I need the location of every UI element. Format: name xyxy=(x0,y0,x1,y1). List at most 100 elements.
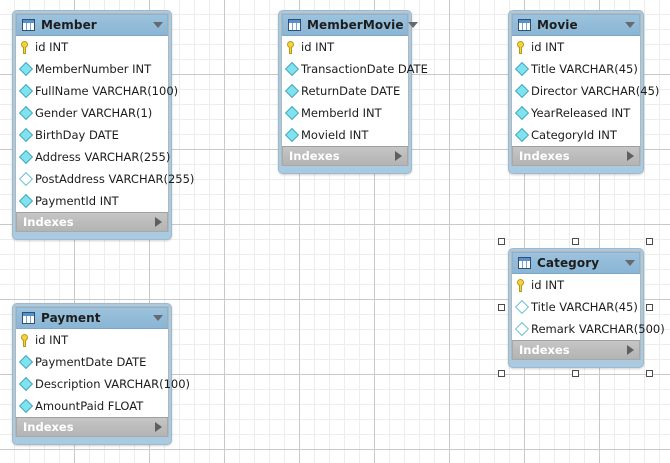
key-icon xyxy=(286,40,297,54)
diamond-filled-icon xyxy=(18,83,34,99)
column-label: id INT xyxy=(35,333,69,347)
column-label: AmountPaid FLOAT xyxy=(35,399,144,413)
indexes-section[interactable]: Indexes xyxy=(16,212,168,232)
column-row[interactable]: ReturnDate DATE xyxy=(282,80,408,102)
column-row[interactable]: Gender VARCHAR(1) xyxy=(16,102,168,124)
column-list: id INT TransactionDate DATE ReturnDate DAT… xyxy=(282,36,428,146)
column-label: id INT xyxy=(301,40,335,54)
diamond-filled-icon xyxy=(18,376,34,392)
column-label: PaymentDate DATE xyxy=(35,355,147,369)
column-row[interactable]: id INT xyxy=(512,274,640,296)
column-row[interactable]: YearReleased INT xyxy=(512,102,640,124)
chevron-right-icon[interactable] xyxy=(395,151,402,161)
resize-handle-n[interactable] xyxy=(572,238,579,245)
indexes-label: Indexes xyxy=(289,149,340,163)
column-row[interactable]: FullName VARCHAR(100) xyxy=(16,80,178,102)
column-row[interactable]: PaymentId INT xyxy=(16,190,168,212)
indexes-section[interactable]: Indexes xyxy=(16,417,168,437)
column-row[interactable]: Address VARCHAR(255) xyxy=(16,146,170,168)
chevron-down-icon[interactable] xyxy=(625,260,635,266)
table-titlebar[interactable]: Member xyxy=(16,14,168,36)
column-list: id INT Title VARCHAR(45) Remark VARCHAR(50… xyxy=(512,274,665,340)
chevron-down-icon[interactable] xyxy=(407,22,418,28)
column-label: ReturnDate DATE xyxy=(301,84,401,98)
resize-handle-sw[interactable] xyxy=(498,370,505,377)
chevron-down-icon[interactable] xyxy=(625,22,635,28)
column-row[interactable]: Director VARCHAR(45) xyxy=(512,80,659,102)
column-row[interactable]: id INT xyxy=(512,36,640,58)
table-name: Member xyxy=(41,18,97,32)
table-node[interactable]: MemberMovie id INT TransactionDate DATE Ret… xyxy=(278,10,428,174)
table-node[interactable]: Payment id INT PaymentDate DATE Description… xyxy=(12,303,190,445)
column-row[interactable]: CategoryId INT xyxy=(512,124,640,146)
column-row[interactable]: Title VARCHAR(45) xyxy=(512,58,640,80)
column-row[interactable]: BirthDay DATE xyxy=(16,124,168,146)
key-icon xyxy=(516,40,527,54)
column-label: Title VARCHAR(45) xyxy=(531,62,638,76)
diamond-filled-icon xyxy=(18,61,34,77)
column-label: PostAddress VARCHAR(255) xyxy=(35,172,195,186)
indexes-label: Indexes xyxy=(519,343,570,357)
indexes-section[interactable]: Indexes xyxy=(282,146,408,166)
chevron-down-icon[interactable] xyxy=(153,315,163,321)
table-icon xyxy=(518,257,531,269)
chevron-right-icon[interactable] xyxy=(155,217,162,227)
column-label: MovieId INT xyxy=(301,128,369,142)
column-row[interactable]: Remark VARCHAR(500) xyxy=(512,318,665,340)
column-row[interactable]: PaymentDate DATE xyxy=(16,351,168,373)
key-icon xyxy=(20,333,31,347)
resize-handle-e[interactable] xyxy=(646,304,653,311)
chevron-down-icon[interactable] xyxy=(153,22,163,28)
column-row[interactable]: PostAddress VARCHAR(255) xyxy=(16,168,194,190)
chevron-right-icon[interactable] xyxy=(627,345,634,355)
chevron-right-icon[interactable] xyxy=(155,422,162,432)
resize-handle-se[interactable] xyxy=(646,370,653,377)
table-titlebar[interactable]: MemberMovie xyxy=(282,14,418,36)
column-row[interactable]: TransactionDate DATE xyxy=(282,58,428,80)
column-label: YearReleased INT xyxy=(531,106,631,120)
column-row[interactable]: MemberNumber INT xyxy=(16,58,168,80)
table-titlebar[interactable]: Movie xyxy=(512,14,640,36)
indexes-label: Indexes xyxy=(23,215,74,229)
table-titlebar[interactable]: Payment xyxy=(16,307,168,329)
column-label: id INT xyxy=(35,40,69,54)
resize-handle-s[interactable] xyxy=(572,370,579,377)
column-label: Title VARCHAR(45) xyxy=(531,300,638,314)
table-titlebar[interactable]: Category xyxy=(512,252,640,274)
diamond-filled-icon xyxy=(284,127,300,143)
column-row[interactable]: id INT xyxy=(16,329,168,351)
column-label: Description VARCHAR(100) xyxy=(35,377,191,391)
table-icon xyxy=(518,19,531,31)
table-icon xyxy=(288,19,301,31)
column-row[interactable]: AmountPaid FLOAT xyxy=(16,395,168,417)
diamond-filled-icon xyxy=(18,127,34,143)
column-label: MemberId INT xyxy=(301,106,382,120)
column-row[interactable]: id INT xyxy=(16,36,168,58)
resize-handle-w[interactable] xyxy=(498,304,505,311)
diamond-filled-icon xyxy=(284,83,300,99)
indexes-section[interactable]: Indexes xyxy=(512,146,640,166)
column-row[interactable]: MovieId INT xyxy=(282,124,408,146)
resize-handle-nw[interactable] xyxy=(498,238,505,245)
column-row[interactable]: Title VARCHAR(45) xyxy=(512,296,640,318)
chevron-right-icon[interactable] xyxy=(627,151,634,161)
column-row[interactable]: MemberId INT xyxy=(282,102,408,124)
column-row[interactable]: id INT xyxy=(282,36,408,58)
diamond-filled-icon xyxy=(18,193,34,209)
diamond-filled-icon xyxy=(284,105,300,121)
column-list: id INT PaymentDate DATE Description VARCHA… xyxy=(16,329,190,417)
column-row[interactable]: Description VARCHAR(100) xyxy=(16,373,190,395)
resize-handle-ne[interactable] xyxy=(646,238,653,245)
table-icon xyxy=(22,19,35,31)
diamond-filled-icon xyxy=(514,61,530,77)
diamond-hollow-icon xyxy=(18,171,34,187)
indexes-section[interactable]: Indexes xyxy=(512,340,640,360)
indexes-label: Indexes xyxy=(519,149,570,163)
column-label: Remark VARCHAR(500) xyxy=(531,322,665,336)
